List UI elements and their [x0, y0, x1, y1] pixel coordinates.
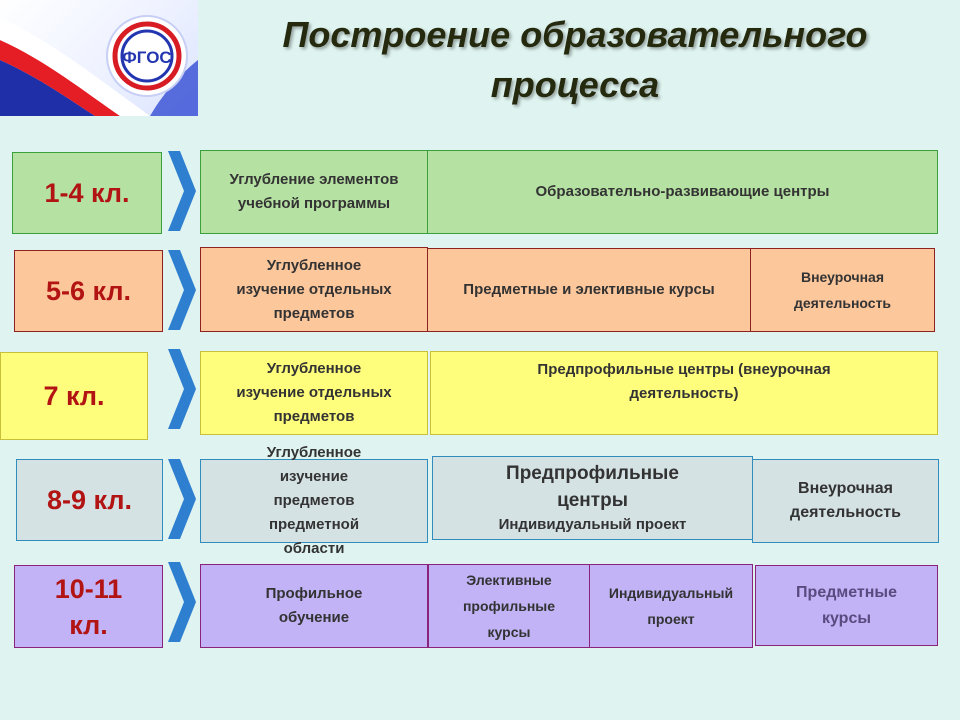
fgos-logo-icon: ФГОС [0, 15, 198, 116]
grade-label: 7 кл. [0, 352, 148, 440]
cell: Предпрофильные центры [506, 463, 679, 511]
cell: Внеурочная деятельность [750, 248, 935, 332]
logo: ФГОС [0, 0, 198, 116]
chevron-right-icon [168, 250, 196, 330]
cell: Профильное обучение [200, 564, 428, 648]
grade-label: 5-6 кл. [14, 250, 163, 332]
cell: Углубленное изучение отдельных предметов [200, 247, 428, 332]
cell: Предпрофильные центры (внеурочная деятел… [430, 351, 938, 435]
page-title: Построение образовательного процесса [282, 14, 868, 105]
grade-label: 8-9 кл. [16, 459, 163, 541]
cell: Образовательно-развивающие центры [427, 150, 938, 234]
cell: Элективные профильные курсы [428, 564, 590, 648]
cell: Углубленное изучение отдельных предметов [200, 351, 428, 435]
cell-subtext: Индивидуальный проект [498, 516, 687, 533]
chevron-right-icon [168, 349, 196, 429]
grade-label: 10-11 кл. [14, 565, 163, 648]
cell: Внеурочная деятельность [752, 459, 939, 543]
cell: Предметные и элективные курсы [427, 248, 751, 332]
chevron-right-icon [168, 562, 196, 642]
cell: Предметные курсы [755, 565, 938, 646]
chevron-right-icon [168, 459, 196, 539]
grade-label: 1-4 кл. [12, 152, 162, 234]
svg-text:ФГОС: ФГОС [122, 48, 171, 67]
cell: Индивидуальный проект [589, 564, 753, 648]
cell: Углубление элементов учебной программы [200, 150, 428, 234]
cell: Углубленное изучение предметов предметно… [200, 444, 428, 557]
cell-group: Предпрофильные центры Индивидуальный про… [432, 456, 753, 540]
chevron-right-icon [168, 151, 196, 231]
